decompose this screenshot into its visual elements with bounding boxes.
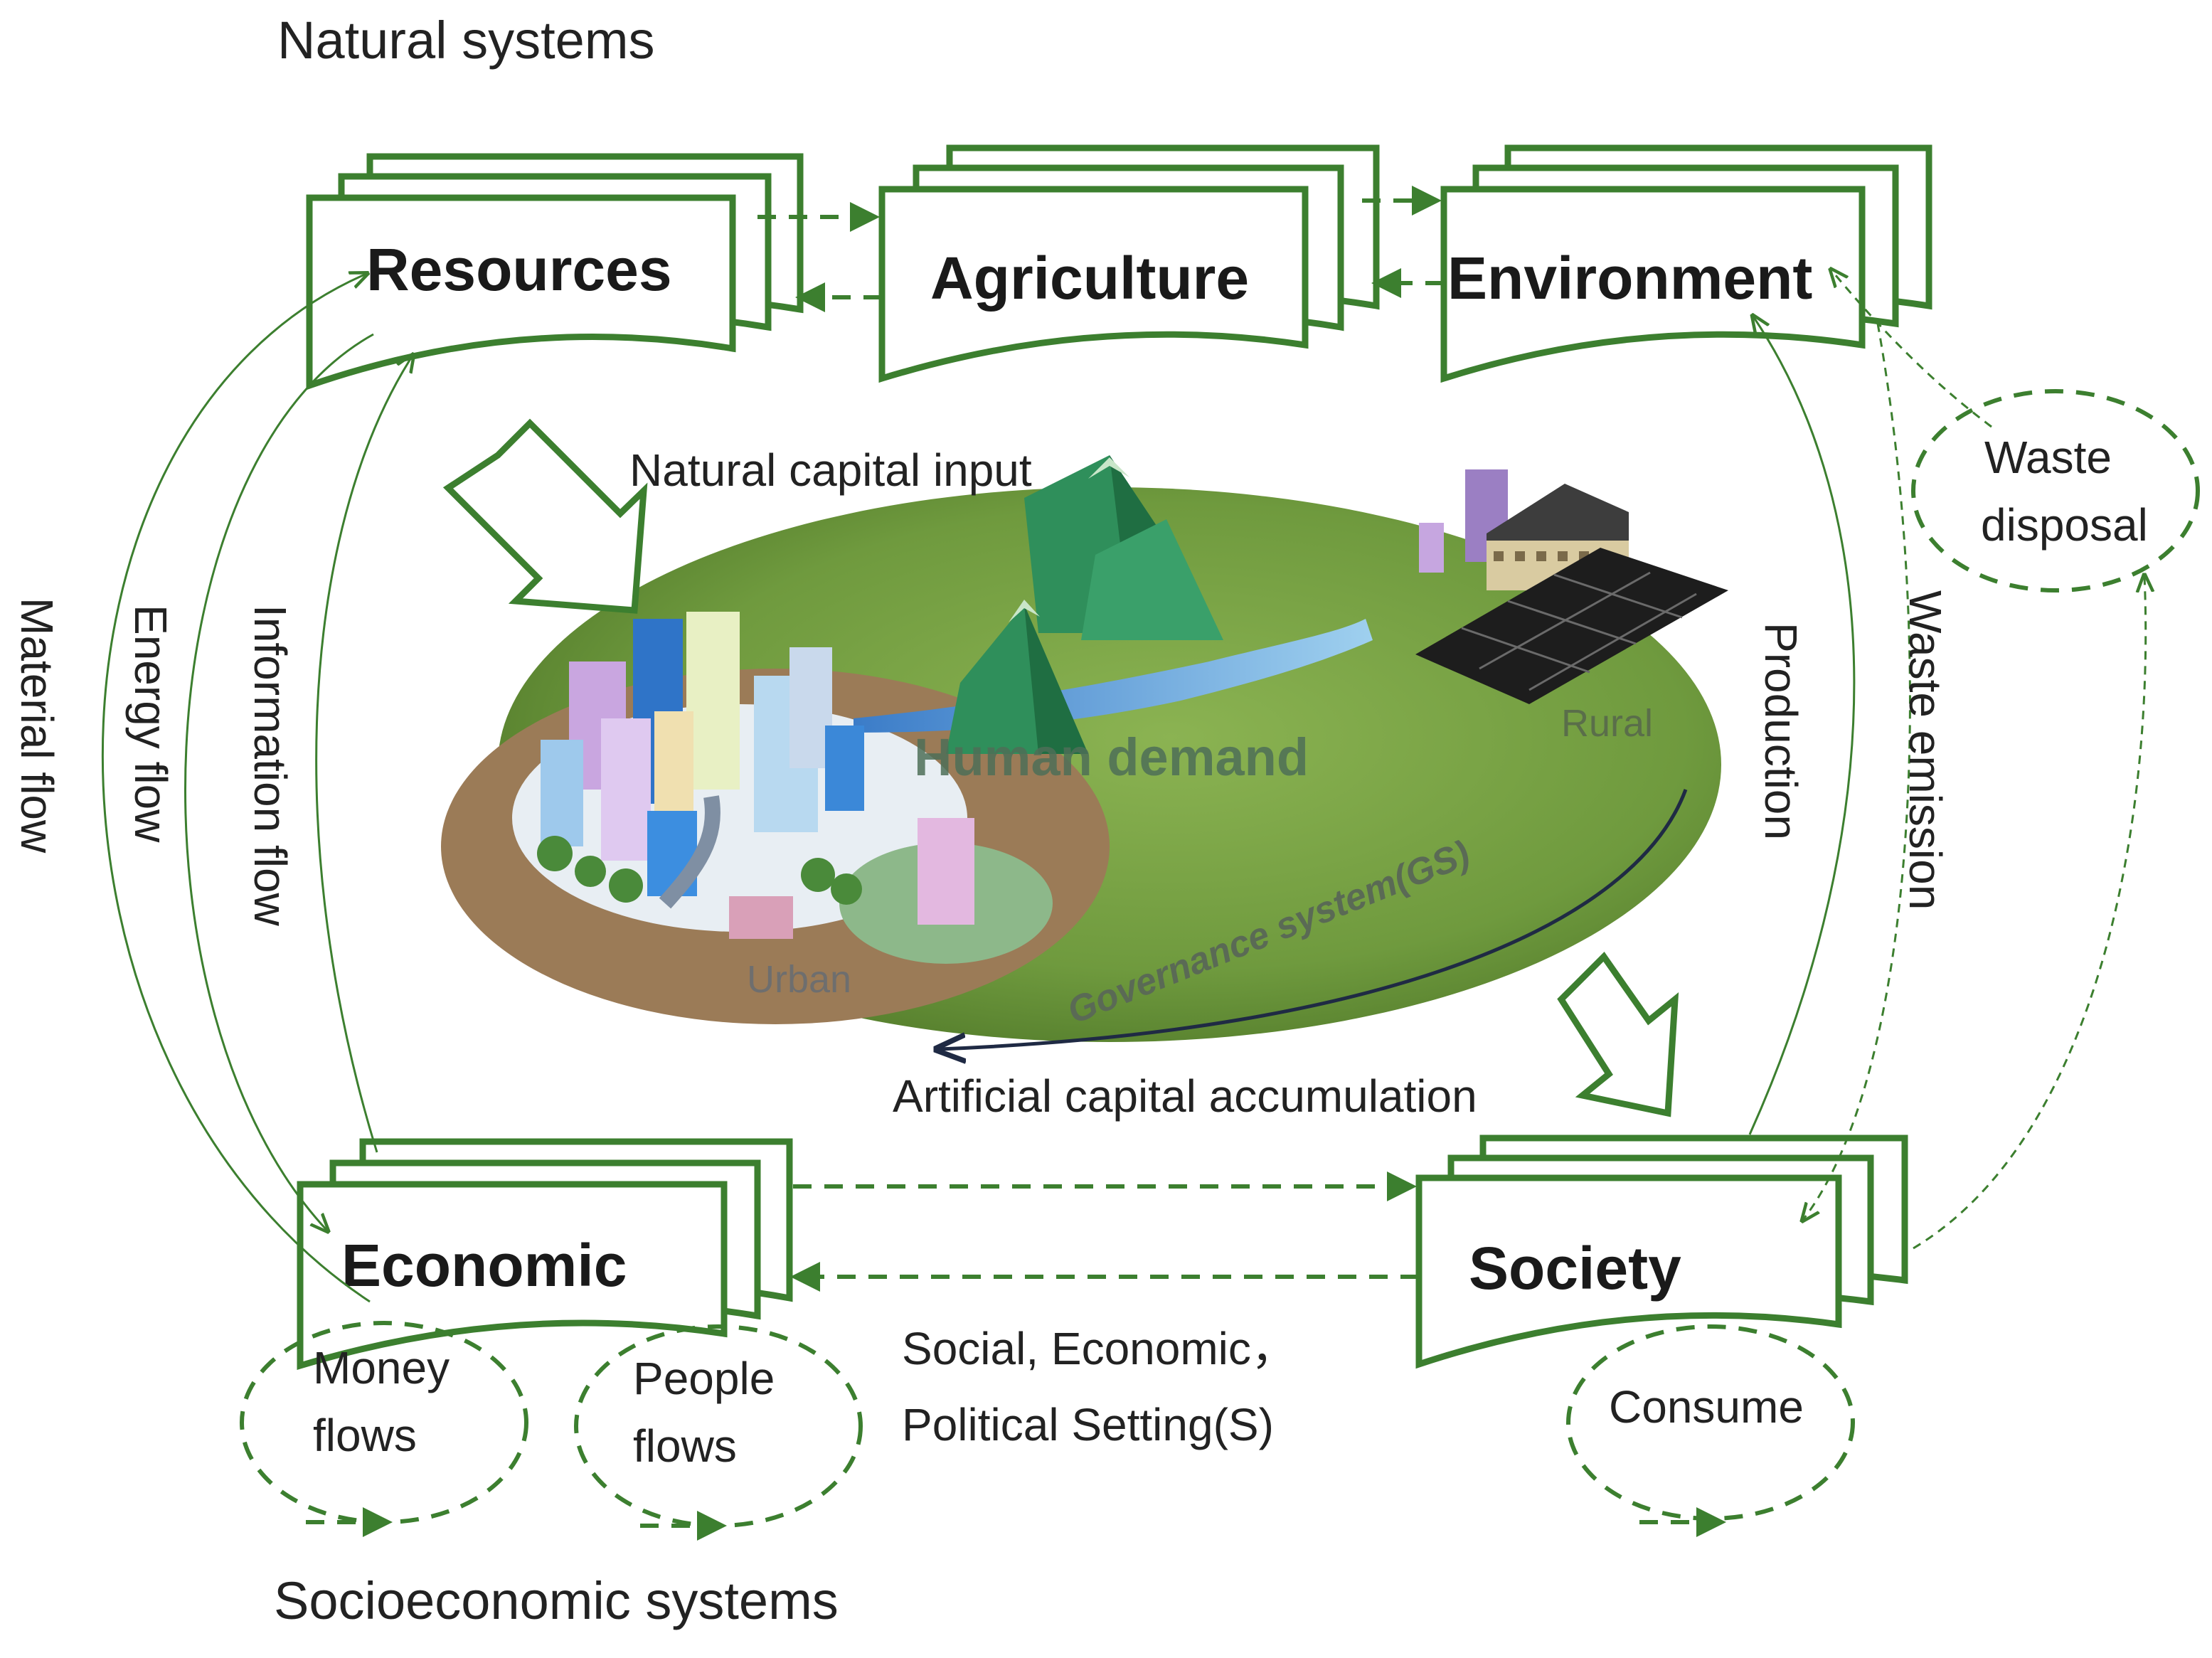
natural-capital-arrow [442, 418, 648, 614]
people-flows-bubble: People flows [574, 1324, 863, 1541]
artificial-capital-accumulation-label: Artificial capital accumulation [893, 1070, 1477, 1122]
waste-disposal-line1: Waste [1984, 432, 2112, 483]
box-links [757, 186, 1444, 1292]
rural-buildings [1415, 469, 1728, 704]
waste-emission-label: Waste emission [1900, 590, 1951, 910]
box-resources: Resources [306, 153, 804, 390]
waste-emission-line [1803, 323, 1911, 1220]
rural-label: Rural [1561, 702, 1653, 745]
left-flow-lines [101, 274, 413, 1303]
waste-disposal-line [1913, 576, 2146, 1250]
waste-return-line [1831, 270, 1992, 428]
money-flows-line1: Money [313, 1342, 450, 1393]
socioeconomic-systems-label: Socioeconomic systems [274, 1571, 839, 1630]
people-flows-line1: People [633, 1353, 775, 1404]
production-line [1748, 317, 1856, 1135]
artificial-capital-arrow [1557, 952, 1679, 1117]
natural-systems-label: Natural systems [277, 11, 654, 70]
governance-arc [939, 789, 1688, 1049]
energy-flow-label: Energy flow [125, 605, 176, 843]
money-flows-bubble: Money flows [240, 1321, 528, 1537]
human-demand-label: Human demand [914, 728, 1309, 787]
setting-line1: Social, Economic， [902, 1323, 1297, 1374]
people-flows-line2: flows [633, 1420, 737, 1472]
box-economic: Economic [297, 1138, 793, 1371]
box-society: Society [1415, 1134, 1908, 1369]
box-environment: Environment [1440, 144, 1932, 383]
agriculture-title: Agriculture [930, 245, 1249, 312]
waste-disposal-bubble: Waste disposal [1911, 389, 2200, 592]
resources-title: Resources [366, 236, 672, 303]
setting-line2: Political Setting(S) [902, 1399, 1274, 1450]
environment-title: Environment [1447, 245, 1812, 312]
city-buildings [537, 612, 974, 939]
society-title: Society [1469, 1235, 1681, 1302]
money-flows-line2: flows [313, 1410, 417, 1461]
landscape-illustration: Human demand Rural Urban Governance syst… [441, 455, 1728, 1049]
consume-label: Consume [1609, 1381, 1804, 1433]
economic-title: Economic [341, 1232, 627, 1299]
mountains [946, 455, 1223, 754]
box-agriculture: Agriculture [878, 144, 1380, 383]
information-flow-label: Information flow [245, 605, 296, 927]
urban-label: Urban [747, 958, 851, 1001]
natural-capital-input-label: Natural capital input [629, 445, 1032, 496]
material-flow-label: Material flow [11, 597, 63, 854]
consume-bubble: Consume [1566, 1324, 1855, 1537]
production-label: Production [1755, 622, 1807, 840]
waste-disposal-line2: disposal [1981, 499, 2148, 551]
